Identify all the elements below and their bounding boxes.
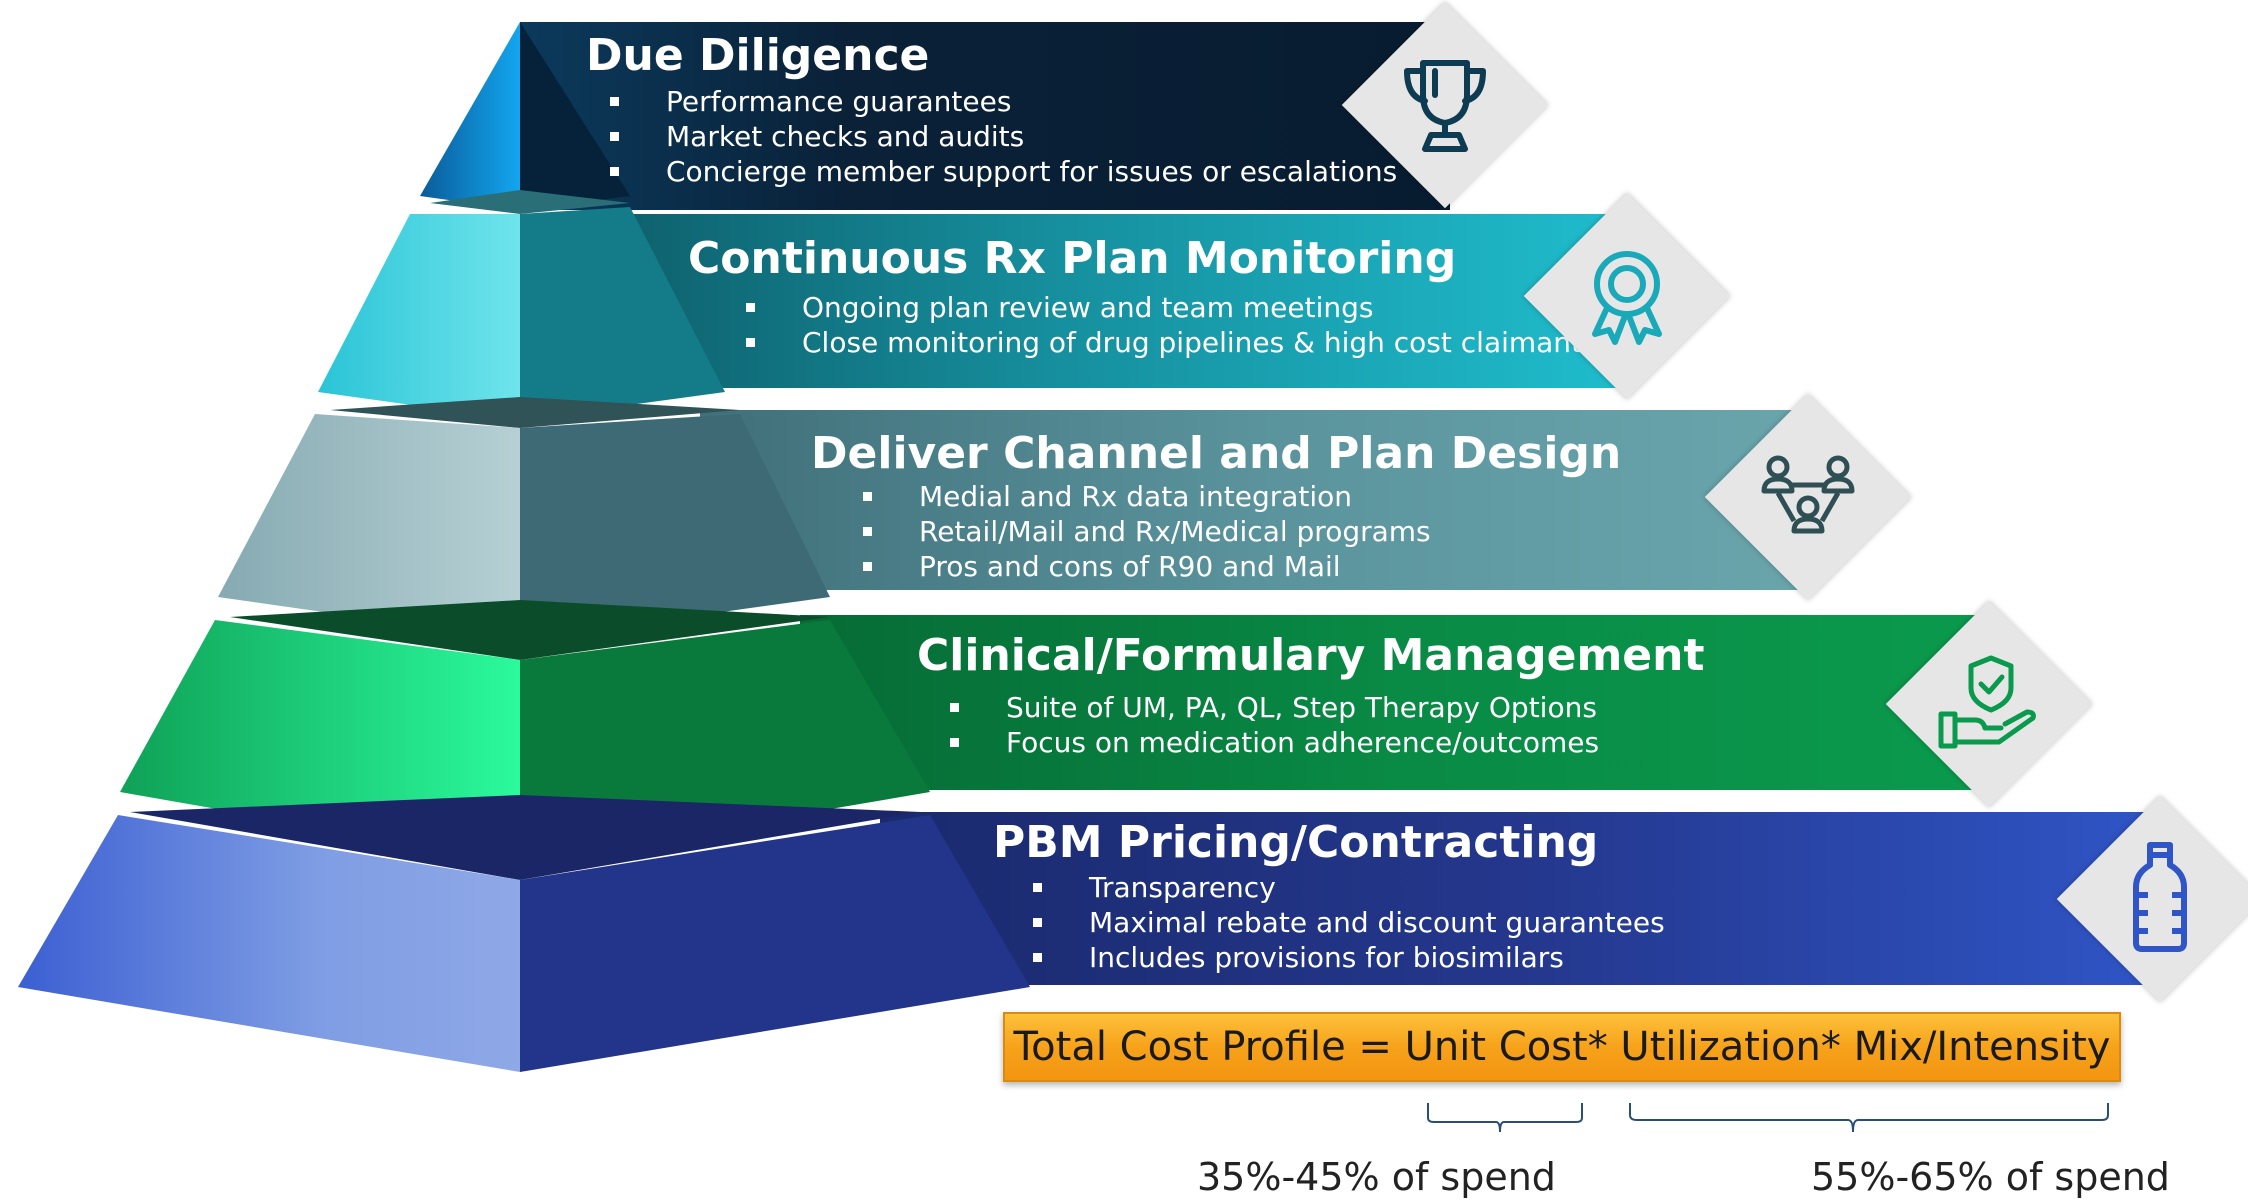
tier-title-rx-monitoring: Continuous Rx Plan Monitoring	[688, 233, 1457, 284]
list-item: Medial and Rx data integration	[863, 479, 1431, 514]
list-item: Market checks and audits	[609, 119, 1397, 154]
bottle-icon	[2133, 842, 2187, 952]
list-item: Suite of UM, PA, QL, Step Therapy Option…	[949, 690, 1599, 725]
list-item: Close monitoring of drug pipelines & hig…	[746, 326, 1597, 359]
list-item: Pros and cons of R90 and Mail	[863, 549, 1431, 584]
tier-title-channel-design: Deliver Channel and Plan Design	[811, 428, 1622, 479]
total-cost-formula-text: Total Cost Profile = Unit Cost* Utilizat…	[1013, 1024, 2111, 1070]
list-item: Transparency	[1033, 870, 1665, 905]
trophy-icon	[1404, 60, 1486, 152]
list-item: Retail/Mail and Rx/Medical programs	[863, 515, 1431, 548]
list-item: Concierge member support for issues or e…	[609, 155, 1398, 188]
tier-title-clinical: Clinical/Formulary Management	[917, 630, 1705, 681]
spend-label-utilization-mix: 55%-65% of spend	[1811, 1155, 2170, 1199]
spend-label-unit-cost: 35%-45% of spend	[1197, 1155, 1556, 1199]
tier-bullets-due-diligence: Performance guarantees Market checks and…	[609, 84, 1398, 189]
tier-title-pbm-pricing: PBM Pricing/Contracting	[993, 817, 1599, 868]
tier-bullets-clinical: Suite of UM, PA, QL, Step Therapy Option…	[949, 690, 1600, 760]
list-item: Performance guarantees	[609, 84, 1397, 119]
list-item: Ongoing plan review and team meetings	[746, 290, 1597, 325]
hand-shield-icon	[1938, 655, 2036, 749]
list-item: Maximal rebate and discount guarantees	[1033, 906, 1665, 939]
list-item: Focus on medication adherence/outcomes	[949, 726, 1600, 759]
tier-title-due-diligence: Due Diligence	[586, 30, 930, 81]
tier-bullets-channel-design: Medial and Rx data integration Retail/Ma…	[863, 479, 1431, 584]
award-ribbon-icon	[1592, 251, 1662, 345]
team-network-icon	[1761, 455, 1855, 534]
list-item: Includes provisions for biosimilars	[1033, 940, 1665, 975]
tier-bullets-pbm-pricing: Transparency Maximal rebate and discount…	[1033, 870, 1665, 975]
total-cost-formula-box: Total Cost Profile = Unit Cost* Utilizat…	[1003, 1012, 2121, 1082]
tier-bullets-rx-monitoring: Ongoing plan review and team meetings Cl…	[746, 290, 1597, 360]
